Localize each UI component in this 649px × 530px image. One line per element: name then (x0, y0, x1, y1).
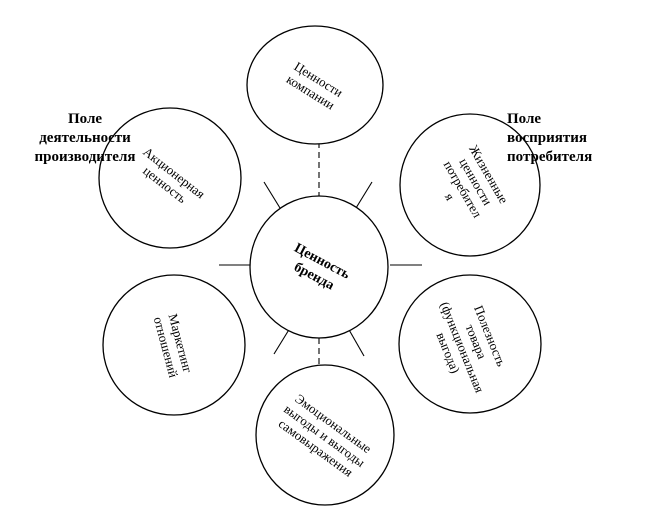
producer-field-line-3: производителя (34, 149, 136, 165)
producer-field-line-2: деятельности (39, 130, 131, 146)
circle-brand-value (249, 195, 389, 339)
circle-shareholder-value (98, 107, 242, 249)
circle-product-utility (398, 274, 542, 414)
consumer-field-line-2: восприятия (507, 130, 588, 146)
tick-upper-left (263, 181, 281, 209)
consumer-field-line-3: потребителя (507, 149, 593, 165)
consumer-field-label: Поле восприятия потребителя (507, 110, 627, 167)
circle-emotional-benefits (255, 364, 395, 506)
circle-life-values (399, 113, 541, 257)
circle-relationship-marketing (102, 274, 246, 416)
consumer-field-line-1: Поле (507, 111, 542, 127)
producer-field-label: Поле деятельности производителя (24, 110, 146, 167)
producer-field-line-1: Поле (67, 111, 103, 127)
circle-company-values (246, 25, 384, 145)
tick-lower-right (347, 327, 365, 357)
tick-lower-left (273, 327, 291, 355)
tick-upper-right (355, 181, 373, 209)
